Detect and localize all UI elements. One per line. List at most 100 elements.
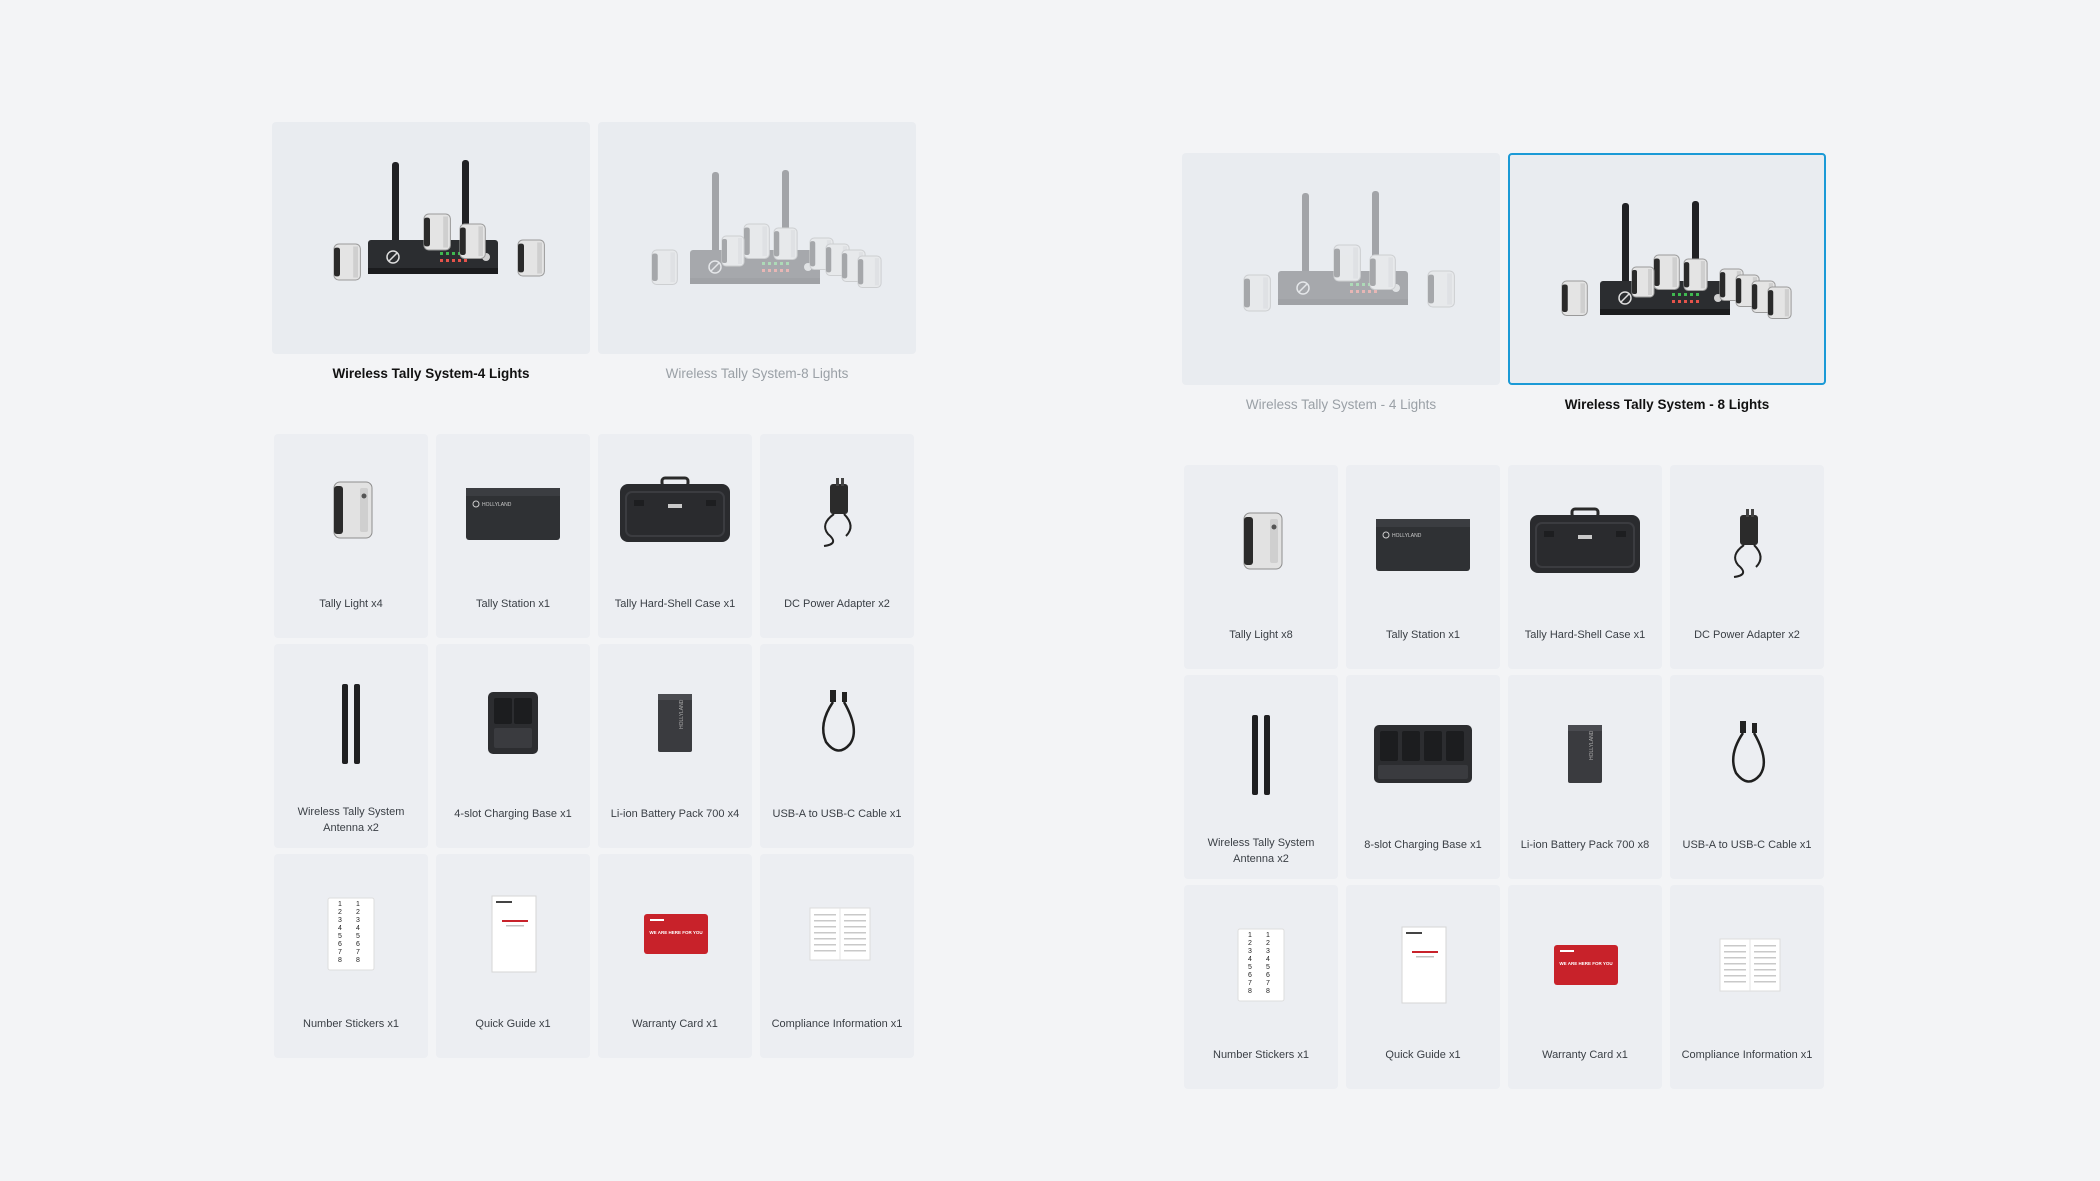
variant-selector: Wireless Tally System - 4 Lights [1182,153,1826,412]
item-label: Li-ion Battery Pack 700 x8 [1520,839,1650,851]
package-item: Tally Light x8 [1184,465,1338,669]
package-item: HOLLYLAND Tally Station x1 [1346,465,1500,669]
svg-text:HOLLYLAND: HOLLYLAND [482,502,512,508]
warranty-card-icon: WE ARE HERE FOR YOU [644,914,708,954]
svg-text:1: 1 [338,901,342,908]
compliance-info-icon [1719,938,1781,992]
charging-base-icon [1374,725,1472,783]
svg-text:2: 2 [338,909,342,916]
variant-option-8-lights[interactable]: Wireless Tally System-8 Lights [598,122,916,381]
tally-light-icon [1243,512,1283,570]
svg-text:8: 8 [1266,988,1270,995]
package-item: 4-slot Charging Base x1 [436,644,590,848]
variant-option-4-lights[interactable]: Wireless Tally System-4 Lights [272,122,590,381]
tally-station-icon: HOLLYLAND [1376,519,1470,571]
svg-text:2: 2 [1248,940,1252,947]
usb-cable-icon [821,690,856,752]
variant-image-box [1508,153,1826,385]
svg-text:5: 5 [1266,964,1270,971]
variant-label: Wireless Tally System-4 Lights [332,366,530,381]
battery-pack-icon: HOLLYLAND [1568,725,1602,783]
tally-light-icon [333,481,373,539]
item-label: 8-slot Charging Base x1 [1364,839,1482,851]
package-item: HOLLYLAND Li-ion Battery Pack 700 x8 [1508,675,1662,879]
svg-text:WE ARE HERE FOR YOU: WE ARE HERE FOR YOU [1559,961,1612,966]
item-label: Tally Light x4 [319,598,383,610]
package-item: Quick Guide x1 [1346,885,1500,1089]
svg-text:5: 5 [338,933,342,940]
svg-text:6: 6 [356,941,360,948]
item-label: Number Stickers x1 [1213,1049,1309,1061]
tally-system-4-icon [333,160,545,281]
item-label: Quick Guide x1 [475,1018,551,1030]
item-label: Compliance Information x1 [771,1018,903,1030]
package-item: WE ARE HERE FOR YOU Warranty Card x1 [598,854,752,1058]
compliance-info-icon [809,907,871,961]
package-item: Quick Guide x1 [436,854,590,1058]
package-item: DC Power Adapter x2 [1670,465,1824,669]
variant-option-8-lights[interactable]: Wireless Tally System - 8 Lights [1508,153,1826,412]
svg-text:7: 7 [1248,980,1252,987]
svg-text:7: 7 [1266,980,1270,987]
package-item: USB-A to USB-C Cable x1 [1670,675,1824,879]
usb-cable-icon [1731,721,1766,783]
item-label: USB-A to USB-C Cable x1 [772,808,902,820]
antenna-icon [342,684,360,764]
svg-text:3: 3 [1266,948,1270,955]
item-label: Number Stickers x1 [303,1018,399,1030]
package-item: 8-slot Charging Base x1 [1346,675,1500,879]
package-item: Compliance Information x1 [1670,885,1824,1089]
package-item: USB-A to USB-C Cable x1 [760,644,914,848]
item-label: Tally Hard-Shell Case x1 [614,598,736,610]
package-item: Tally Hard-Shell Case x1 [1508,465,1662,669]
antenna-icon [1252,715,1270,795]
charging-base-icon [488,692,538,754]
item-label: Warranty Card x1 [1542,1049,1628,1061]
item-label: Li-ion Battery Pack 700 x4 [610,808,740,820]
battery-pack-icon: HOLLYLAND [658,694,692,752]
power-adapter-icon [1733,509,1762,578]
item-label: DC Power Adapter x2 [784,598,890,610]
item-label: Tally Hard-Shell Case x1 [1524,629,1646,641]
item-label: Wireless Tally System Antenna x2 [297,806,405,834]
variant-option-4-lights[interactable]: Wireless Tally System - 4 Lights [1182,153,1500,412]
item-label: Quick Guide x1 [1385,1049,1461,1061]
tally-station-icon: HOLLYLAND [466,488,560,540]
svg-text:5: 5 [1248,964,1252,971]
tally-system-8-icon [651,170,882,288]
variant-label: Wireless Tally System - 4 Lights [1245,397,1437,412]
warranty-card-icon: WE ARE HERE FOR YOU [1554,945,1618,985]
svg-text:8: 8 [338,957,342,964]
svg-text:1: 1 [1266,932,1270,939]
item-label: 4-slot Charging Base x1 [454,808,572,820]
package-item: HOLLYLAND Li-ion Battery Pack 700 x4 [598,644,752,848]
package-item: Tally Hard-Shell Case x1 [598,434,752,638]
package-item: Tally Light x4 [274,434,428,638]
svg-text:8: 8 [356,957,360,964]
item-label: Tally Station x1 [476,598,550,610]
svg-text:6: 6 [338,941,342,948]
svg-text:1: 1 [356,901,360,908]
power-adapter-icon [823,478,852,547]
svg-text:4: 4 [1248,956,1252,963]
package-item: HOLLYLAND Tally Station x1 [436,434,590,638]
quick-guide-icon [1401,926,1447,1004]
package-item: Wireless Tally System Antenna x2 [274,644,428,848]
item-label: DC Power Adapter x2 [1694,629,1800,641]
svg-text:4: 4 [338,925,342,932]
svg-text:HOLLYLAND: HOLLYLAND [1392,533,1422,539]
svg-text:1: 1 [1248,932,1252,939]
svg-text:4: 4 [356,925,360,932]
svg-text:8: 8 [1248,988,1252,995]
item-label: USB-A to USB-C Cable x1 [1682,839,1812,851]
svg-text:4: 4 [1266,956,1270,963]
variant-image-box [1182,153,1500,385]
item-label: Compliance Information x1 [1681,1049,1813,1061]
item-label: Tally Light x8 [1229,629,1293,641]
quick-guide-icon [491,895,537,973]
svg-text:3: 3 [356,917,360,924]
variant-label: Wireless Tally System - 8 Lights [1564,397,1770,412]
item-label: Wireless Tally System Antenna x2 [1207,837,1315,865]
variant-label: Wireless Tally System-8 Lights [665,366,849,381]
